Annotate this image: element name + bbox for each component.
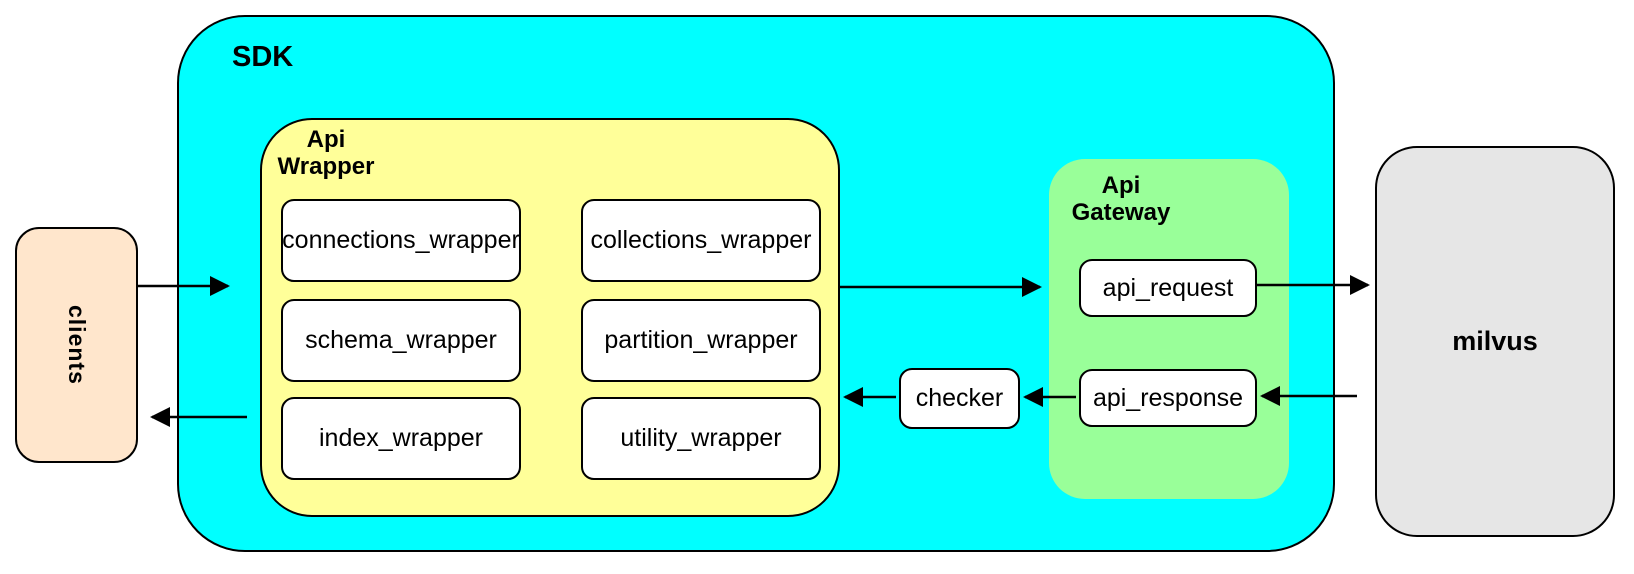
index-wrapper-node: index_wrapper bbox=[281, 397, 521, 480]
index-wrapper-label: index_wrapper bbox=[319, 424, 483, 452]
checker-node: checker bbox=[899, 368, 1020, 429]
milvus-node: milvus bbox=[1375, 146, 1615, 537]
collections-wrapper-node: collections_wrapper bbox=[581, 199, 821, 282]
clients-label: clients bbox=[64, 305, 90, 385]
clients-node: clients bbox=[15, 227, 138, 463]
sdk-container: SDK Api Wrapper connections_wrapper coll… bbox=[177, 15, 1335, 552]
api-response-node: api_response bbox=[1079, 369, 1257, 427]
connections-wrapper-node: connections_wrapper bbox=[281, 199, 521, 282]
api-response-label: api_response bbox=[1092, 383, 1244, 412]
utility-wrapper-label: utility_wrapper bbox=[620, 424, 782, 452]
schema-wrapper-label: schema_wrapper bbox=[305, 326, 497, 354]
api-gateway-container: Api Gateway api_request api_response bbox=[1049, 159, 1289, 499]
utility-wrapper-node: utility_wrapper bbox=[581, 397, 821, 480]
partition-wrapper-label: partition_wrapper bbox=[604, 326, 798, 354]
collections-wrapper-label: collections_wrapper bbox=[590, 226, 812, 254]
api-request-node: api_request bbox=[1079, 259, 1257, 317]
api-wrapper-label: Api Wrapper bbox=[277, 126, 375, 180]
partition-wrapper-node: partition_wrapper bbox=[581, 299, 821, 382]
api-wrapper-container: Api Wrapper connections_wrapper collecti… bbox=[260, 118, 840, 517]
api-request-label: api_request bbox=[1102, 273, 1234, 302]
connections-wrapper-label: connections_wrapper bbox=[282, 226, 520, 254]
sdk-label: SDK bbox=[232, 41, 294, 73]
milvus-label: milvus bbox=[1452, 326, 1538, 356]
checker-label: checker bbox=[915, 384, 1004, 412]
schema-wrapper-node: schema_wrapper bbox=[281, 299, 521, 382]
api-gateway-label: Api Gateway bbox=[1071, 172, 1171, 226]
